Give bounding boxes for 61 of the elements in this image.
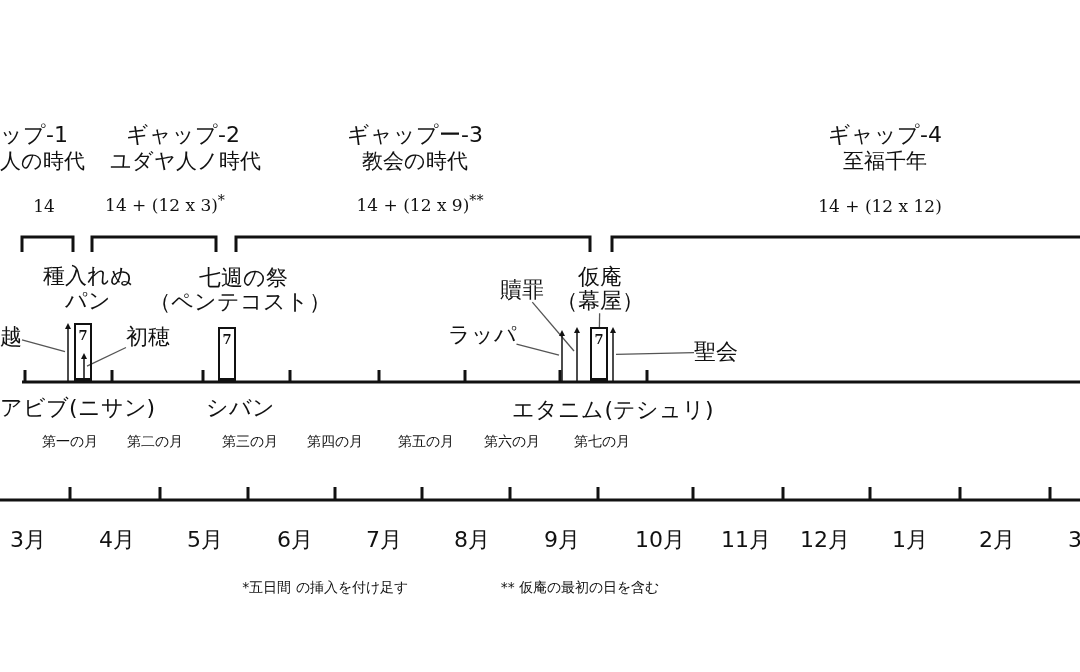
feast-label: 初穂 xyxy=(126,324,170,350)
feast-label: 七週の祭 xyxy=(198,265,288,291)
month-number: 第三の月 xyxy=(222,434,278,450)
month-label: 6月 xyxy=(277,527,313,553)
period-heading: 人の時代 xyxy=(0,150,85,174)
leader-line xyxy=(86,346,127,367)
feast-label: 贖罪 xyxy=(500,277,544,303)
month-number: 第一の月 xyxy=(42,434,98,450)
feast-label: 聖会 xyxy=(694,339,738,365)
month-label: 8月 xyxy=(454,527,490,553)
month-label: 11月 xyxy=(721,527,771,553)
day-count: 14 xyxy=(33,196,55,216)
month-number: 第二の月 xyxy=(127,434,183,450)
marker-post xyxy=(65,323,71,382)
period-heading: ユダヤ人ノ時代 xyxy=(109,150,261,174)
month-label: 1月 xyxy=(892,527,928,553)
day-count: 14 + (12 x 12) xyxy=(818,196,942,216)
leader-line xyxy=(515,343,560,356)
feast-box: 7 xyxy=(590,327,608,382)
feast-label: ラッパ xyxy=(447,322,517,348)
month-label: 3月 xyxy=(10,527,46,553)
month-number: 第六の月 xyxy=(484,434,540,450)
period-heading: ップ-1 xyxy=(0,122,68,148)
period-heading: 教会の時代 xyxy=(362,150,468,174)
leader-line xyxy=(21,339,66,353)
day-count: 14 + (12 x 3)$^{*}$ xyxy=(105,192,225,216)
feast-label: パン xyxy=(65,288,111,314)
month-number: 第五の月 xyxy=(398,434,454,450)
leader-line xyxy=(598,312,601,328)
month-label: 2月 xyxy=(979,527,1015,553)
marker-post xyxy=(610,327,616,382)
period-heading: 至福千年 xyxy=(843,150,927,174)
feast-box: 7 xyxy=(218,327,236,382)
feast-label: （ペンテコスト） xyxy=(149,289,331,315)
footnote: *五日間 の挿入を付け足す xyxy=(242,580,408,596)
month-label: 12月 xyxy=(800,527,850,553)
period-heading: ギャップ-4 xyxy=(828,122,942,148)
leader-line xyxy=(531,301,575,352)
period-heading: ギャップー-3 xyxy=(347,122,483,148)
month-name: アビブ(ニサン) xyxy=(0,395,156,421)
month-label: 9月 xyxy=(544,527,580,553)
day-count: 14 + (12 x 9)$^{**}$ xyxy=(356,192,484,216)
month-name: シバン xyxy=(205,395,275,421)
marker-post xyxy=(559,330,565,382)
month-label: 5月 xyxy=(187,527,223,553)
feast-box: 7 xyxy=(74,323,92,382)
period-heading: ギャップ-2 xyxy=(126,122,240,148)
feast-label: 種入れぬ xyxy=(43,263,133,289)
footnote: ** 仮庵の最初の日を含む xyxy=(500,580,660,596)
month-name: エタニム(テシュリ) xyxy=(512,397,714,423)
month-label: 7月 xyxy=(366,527,402,553)
feast-label: 越 xyxy=(0,324,22,350)
month-label: 4月 xyxy=(99,527,135,553)
month-number: 第七の月 xyxy=(574,434,630,450)
month-label: 10月 xyxy=(635,527,685,553)
feast-label: 仮庵 xyxy=(577,264,623,289)
marker-post xyxy=(574,327,580,382)
leader-line xyxy=(615,351,695,356)
month-label: 3 xyxy=(1068,527,1080,553)
feast-label: （幕屋） xyxy=(556,289,644,314)
month-number: 第四の月 xyxy=(307,434,363,450)
